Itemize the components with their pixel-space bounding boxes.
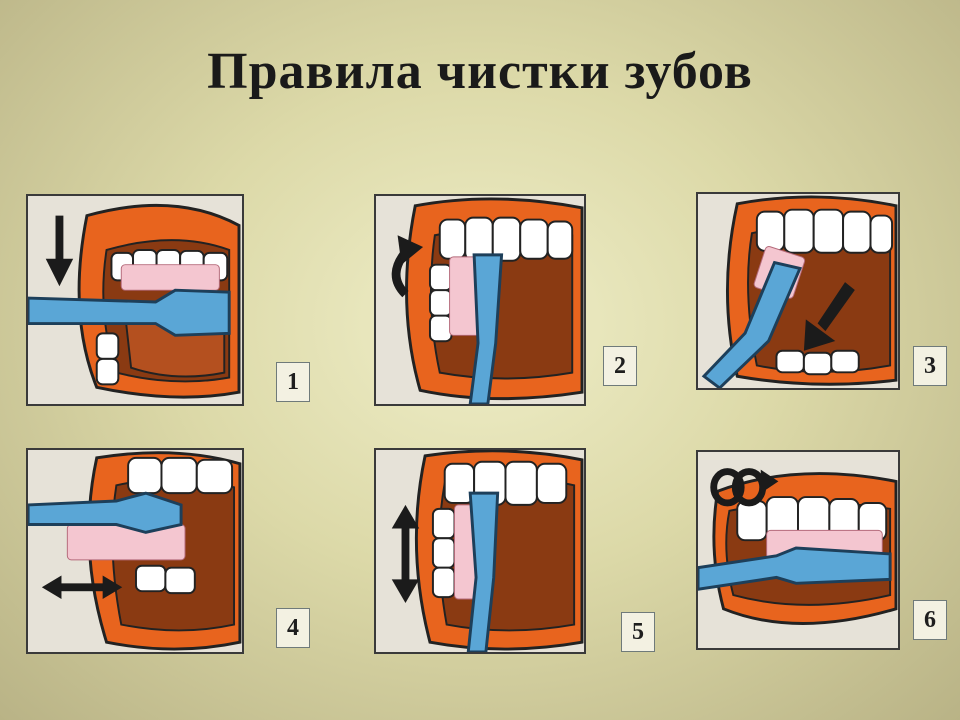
step-3-illustration: [696, 192, 900, 390]
step-5-illustration: [374, 448, 586, 654]
bristles: [66, 524, 186, 561]
step-1-number: 1: [276, 362, 310, 402]
step-3-number: 3: [913, 346, 947, 386]
toothbrush: [28, 288, 231, 337]
upper-teeth: [755, 208, 894, 254]
lower-teeth: [775, 349, 860, 376]
lower-teeth: [95, 332, 120, 386]
step-4-illustration: [26, 448, 244, 654]
side-teeth: [428, 263, 453, 343]
step-6-drawing: [698, 452, 898, 648]
step-1-illustration: [26, 194, 244, 406]
step-3-drawing: [698, 194, 898, 388]
toothbrush: [468, 253, 504, 404]
step-2-number: 2: [603, 346, 637, 386]
lower-teeth: [135, 564, 196, 595]
arrow-down-left: [803, 282, 855, 351]
page-title: Правила чистки зубов: [207, 43, 753, 100]
toothbrush: [466, 491, 500, 652]
step-2-illustration: [374, 194, 586, 406]
step-6-number: 6: [913, 600, 947, 640]
upper-teeth: [443, 460, 568, 506]
step-5-drawing: [376, 450, 584, 652]
bristles: [120, 264, 220, 291]
step-1-drawing: [28, 196, 242, 404]
toothbrush: [701, 260, 803, 388]
arrow-left-right: [41, 575, 123, 600]
arrow-up-down: [391, 504, 420, 603]
circular-arrowhead: [760, 469, 779, 494]
step-4-number: 4: [276, 608, 310, 648]
toothbrush: [28, 491, 183, 534]
rotate-arrowhead: [397, 235, 424, 265]
step-4-drawing: [28, 450, 242, 652]
upper-teeth: [127, 456, 234, 495]
side-teeth: [431, 507, 456, 599]
step-5-number: 5: [621, 612, 655, 652]
step-6-illustration: [696, 450, 900, 650]
step-2-drawing: [376, 196, 584, 404]
arrow-down: [45, 215, 74, 287]
toothbrush: [698, 546, 892, 591]
upper-teeth: [438, 216, 574, 262]
